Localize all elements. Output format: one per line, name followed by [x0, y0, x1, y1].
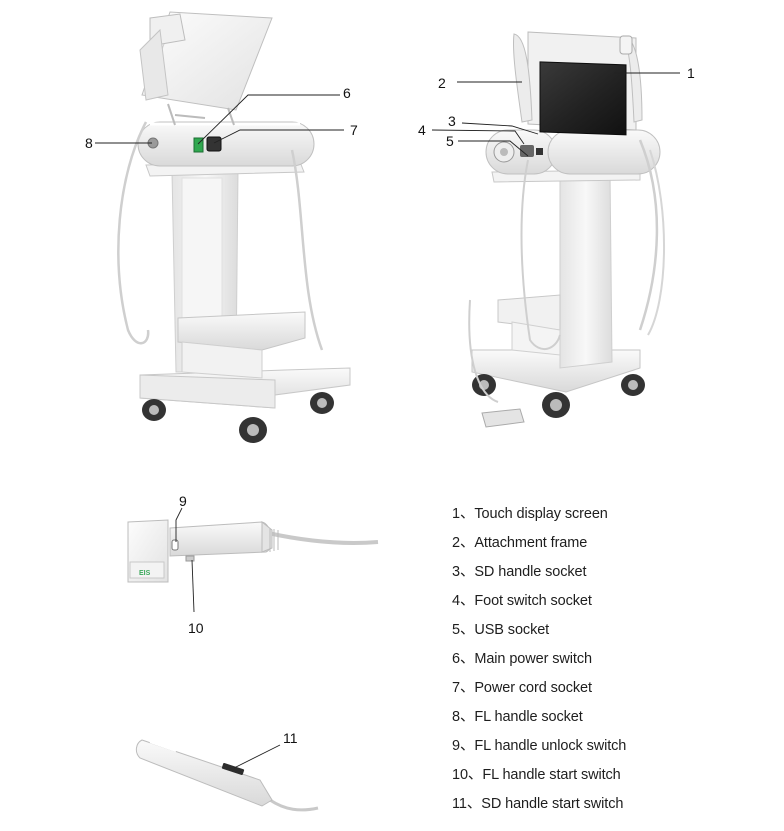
touch-display-screen	[539, 61, 627, 136]
sd-start-switch-icon	[221, 763, 245, 775]
legend-item: 2、Attachment frame	[452, 535, 588, 551]
fl-unlock-switch-icon	[171, 539, 179, 551]
callout-2: 2	[438, 75, 446, 91]
legend-item: 9、FL handle unlock switch	[452, 738, 627, 754]
callout-4: 4	[418, 122, 426, 138]
wheel	[542, 392, 570, 418]
legend-item: 11、SD handle start switch	[452, 796, 624, 812]
legend-item: 7、Power cord socket	[452, 680, 592, 696]
sd-handle-illustration	[135, 739, 319, 812]
legend-item: 4、Foot switch socket	[452, 593, 592, 609]
handle-logo: EIS	[139, 570, 151, 577]
wheel	[239, 417, 267, 443]
foot-switch-icon	[468, 299, 525, 428]
callout-11: 11	[283, 730, 298, 746]
callout-9: 9	[179, 493, 187, 509]
legend-item: 5、USB socket	[452, 622, 550, 638]
side-socket-panel-icon	[493, 141, 543, 163]
callout-7: 7	[350, 122, 358, 138]
legend-item: 1、Touch display screen	[452, 506, 608, 522]
leader-lines	[95, 72, 680, 769]
wheel	[142, 399, 166, 421]
callout-6: 6	[343, 85, 351, 101]
fl-handle-illustration: EIS	[127, 519, 379, 583]
callout-8: 8	[85, 135, 93, 151]
fl-start-switch-icon	[185, 555, 195, 562]
callout-3: 3	[448, 113, 456, 129]
legend-item: 10、FL handle start switch	[452, 767, 621, 783]
legend-item: 3、SD handle socket	[452, 564, 587, 580]
main-power-switch-icon	[193, 137, 204, 153]
wheel	[472, 374, 496, 396]
wheel	[310, 392, 334, 414]
callout-labels: 1 2 3 4 5 6 7 8 9 10 11	[85, 65, 695, 746]
power-cord-socket-icon	[206, 136, 222, 152]
wheel	[621, 374, 645, 396]
callout-1: 1	[687, 65, 695, 81]
callout-10: 10	[188, 620, 204, 636]
callout-5: 5	[446, 133, 454, 149]
left-machine-rear-view	[117, 11, 351, 443]
legend-item: 8、FL handle socket	[452, 709, 583, 725]
parts-legend: 1、Touch display screen 2、Attachment fram…	[452, 500, 772, 819]
right-machine-front-view	[468, 31, 665, 428]
legend-item: 6、Main power switch	[452, 651, 592, 667]
